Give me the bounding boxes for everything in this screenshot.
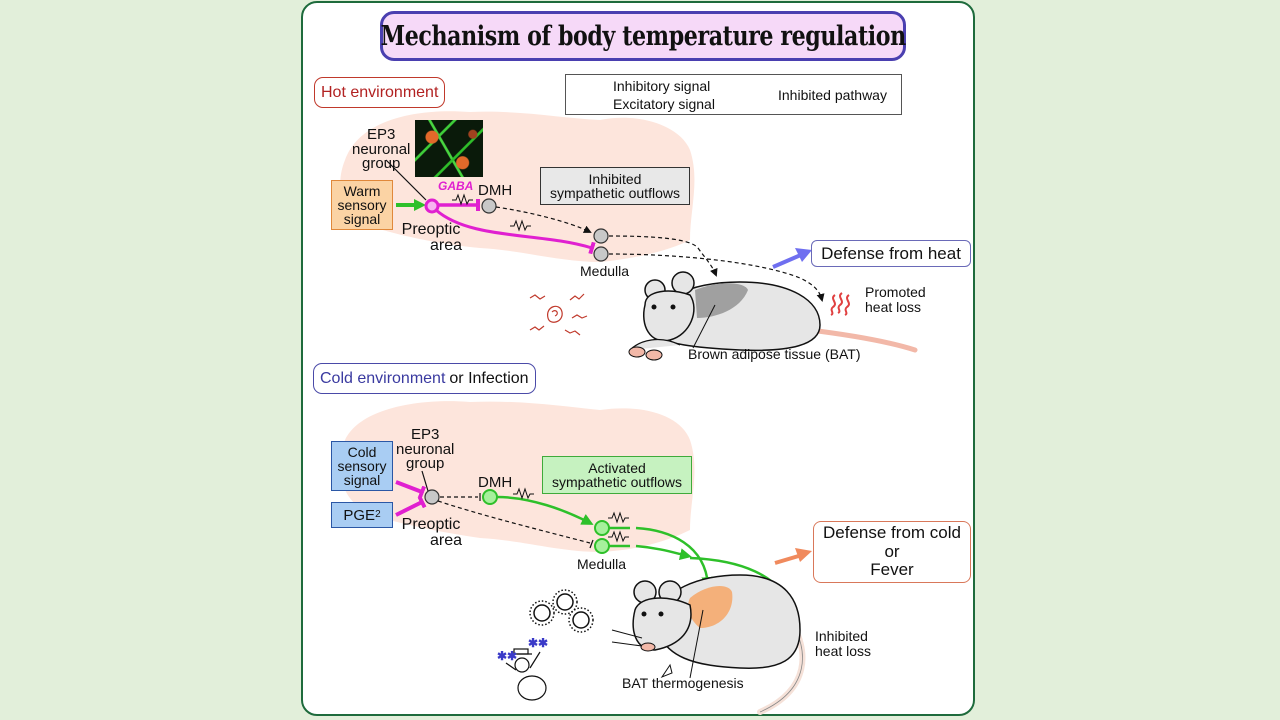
cold-environment-text: Cold environment [320,369,446,387]
medulla-to-tail-dashed [608,253,825,302]
micrograph-image [415,120,483,177]
ep3-to-medulla-blocked [437,500,591,544]
brain-silhouette-cold [340,401,695,552]
medulla-label-hot: Medulla [580,263,630,279]
ep3-label-hot: EP3 neuronal group [352,126,411,173]
spike-icon [452,193,473,206]
ep3-pointer-cold [421,470,429,492]
medulla-to-bat-dashed [608,235,718,277]
gaba-label: GABA [438,179,474,193]
dmh-neuron-hot [481,198,497,214]
mouse-hot [628,271,918,361]
heat-wave-icon [529,293,588,336]
cold-environment-label: Cold environment or Infection [313,363,536,394]
bat-label: Brown adipose tissue (BAT) [688,346,861,362]
dmh-to-medulla-dashed [495,206,592,233]
snowman-icon [505,648,547,701]
hot-environment-label: Hot environment [314,77,446,108]
ep3-pointer [385,159,427,201]
dmh-label-cold: DMH [478,474,513,491]
defense-cold-arrow [774,553,803,565]
spike-icon [608,511,629,524]
spike-icon [510,219,531,232]
medulla-neuron-hot-2 [593,246,609,262]
pge-inhibit [395,495,427,517]
heat-loss-icon [830,292,850,316]
medulla-neuron-cold-1 [594,520,610,536]
legend-excitatory-label: Excitatory signal [613,96,715,112]
spike-icon [513,487,534,500]
cold-signal-inhibit [395,480,427,499]
snowflake-icon: ✱✱ [497,649,517,663]
snowflake-icon: ✱✱ [528,636,548,650]
defense-heat-arrow [772,252,804,269]
legend-inhibitory-label: Inhibitory signal [613,78,711,94]
mouse-cold [611,574,806,715]
dmh-label-hot: DMH [478,182,513,199]
infection-text: or Infection [449,369,529,387]
ep3-neuron-cold [424,489,440,505]
legend-inhibited-label: Inhibited pathway [778,87,887,103]
page-title: Mechanism of body temperature regulation [380,11,906,61]
dmh-to-medulla-excite [496,495,594,525]
legend: Inhibitory signal Excitatory signal Inhi… [565,74,902,115]
bat-thermogenesis-label: BAT thermogenesis [622,675,744,691]
medulla-neuron-cold-2 [594,538,610,554]
medulla-label-cold: Medulla [577,556,627,572]
defense-from-heat-box: Defense from heat [811,240,971,267]
spike-icon [608,530,629,543]
inhibit-medulla-line [435,208,596,255]
dmh-neuron-cold [482,489,498,505]
medulla-to-bat-excite [609,526,708,585]
medulla-neuron-hot-1 [593,228,609,244]
virus-icon [529,589,594,633]
